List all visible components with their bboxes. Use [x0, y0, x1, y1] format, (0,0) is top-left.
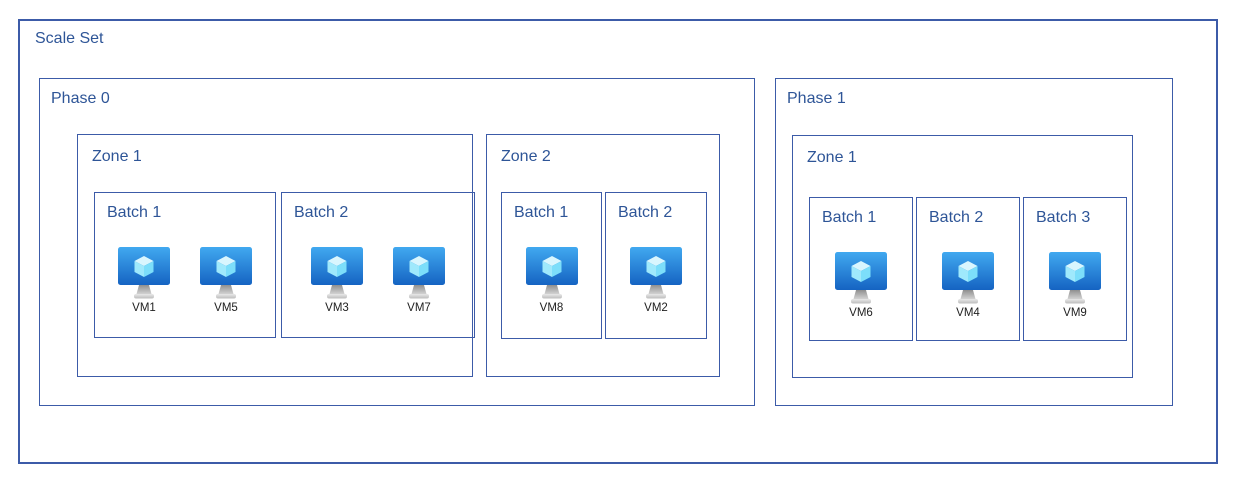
- azure-vm-icon: [200, 247, 252, 299]
- vm-row: VM1 VM5: [95, 247, 275, 315]
- azure-vm-icon: [526, 247, 578, 299]
- vm-row: VM4: [917, 252, 1019, 320]
- vm: VM1: [116, 247, 172, 315]
- phase-1-zone-1-batch-2-box: Batch 2 VM4: [916, 197, 1020, 341]
- scale-set-box: Scale Set Phase 0 Zone 1 Batch 1 VM1 VM5: [18, 19, 1218, 464]
- azure-vm-icon: [630, 247, 682, 299]
- vm-label: VM5: [214, 302, 238, 314]
- vm-label: VM1: [132, 302, 156, 314]
- vm-row: VM8: [502, 247, 601, 315]
- phase-1-zone-1-label: Zone 1: [807, 149, 857, 166]
- phase-0-zone-2-batch-1-box: Batch 1 VM8: [501, 192, 602, 339]
- vm-row: VM6: [810, 252, 912, 320]
- phase-0-zone-1-label: Zone 1: [92, 148, 142, 165]
- vm: VM8: [524, 247, 580, 315]
- vm: VM5: [198, 247, 254, 315]
- batch-label: Batch 1: [822, 209, 877, 226]
- vm: VM6: [833, 252, 889, 320]
- phase-1-zone-1-box: Zone 1 Batch 1 VM6 Batch 2 VM4: [792, 135, 1133, 378]
- azure-vm-icon: [942, 252, 994, 304]
- batch-label: Batch 2: [929, 209, 984, 226]
- batch-label: Batch 2: [294, 204, 349, 221]
- vm: VM3: [309, 247, 365, 315]
- azure-vm-icon: [835, 252, 887, 304]
- azure-vm-icon: [393, 247, 445, 299]
- phase-1-zone-1-batch-3-box: Batch 3 VM9: [1023, 197, 1127, 341]
- vm: VM9: [1047, 252, 1103, 320]
- scale-set-label: Scale Set: [35, 30, 104, 47]
- phase-0-zone-1-batch-1-box: Batch 1 VM1 VM5: [94, 192, 276, 338]
- phase-0-zone-2-batch-2-box: Batch 2 VM2: [605, 192, 707, 339]
- batch-label: Batch 2: [618, 204, 673, 221]
- azure-vm-icon: [118, 247, 170, 299]
- phase-1-box: Phase 1 Zone 1 Batch 1 VM6 Batch 2 VM4: [775, 78, 1173, 406]
- vm-label: VM7: [407, 302, 431, 314]
- phase-0-zone-1-batch-2-box: Batch 2 VM3 VM7: [281, 192, 475, 338]
- vm-label: VM3: [325, 302, 349, 314]
- azure-vm-icon: [311, 247, 363, 299]
- batch-label: Batch 1: [107, 204, 162, 221]
- vm-label: VM8: [539, 302, 564, 314]
- vm-label: VM9: [1063, 307, 1087, 319]
- phase-1-label: Phase 1: [787, 90, 846, 107]
- vm-label: VM4: [956, 307, 980, 319]
- vm-row: VM2: [606, 247, 706, 315]
- phase-0-label: Phase 0: [51, 90, 110, 107]
- phase-0-zone-2-label: Zone 2: [501, 148, 551, 165]
- vm: VM2: [628, 247, 684, 315]
- phase-0-box: Phase 0 Zone 1 Batch 1 VM1 VM5 Batch: [39, 78, 755, 406]
- vm: VM7: [391, 247, 447, 315]
- vm: VM4: [940, 252, 996, 320]
- vm-label: VM2: [644, 302, 668, 314]
- azure-vm-icon: [1049, 252, 1101, 304]
- vm-label: VM6: [849, 307, 873, 319]
- vm-row: VM3 VM7: [282, 247, 474, 315]
- vm-row: VM9: [1024, 252, 1126, 320]
- batch-label: Batch 1: [514, 204, 569, 221]
- phase-1-zone-1-batch-1-box: Batch 1 VM6: [809, 197, 913, 341]
- batch-label: Batch 3: [1036, 209, 1091, 226]
- phase-0-zone-2-box: Zone 2 Batch 1 VM8 Batch 2 VM2: [486, 134, 720, 377]
- phase-0-zone-1-box: Zone 1 Batch 1 VM1 VM5 Batch 2: [77, 134, 475, 377]
